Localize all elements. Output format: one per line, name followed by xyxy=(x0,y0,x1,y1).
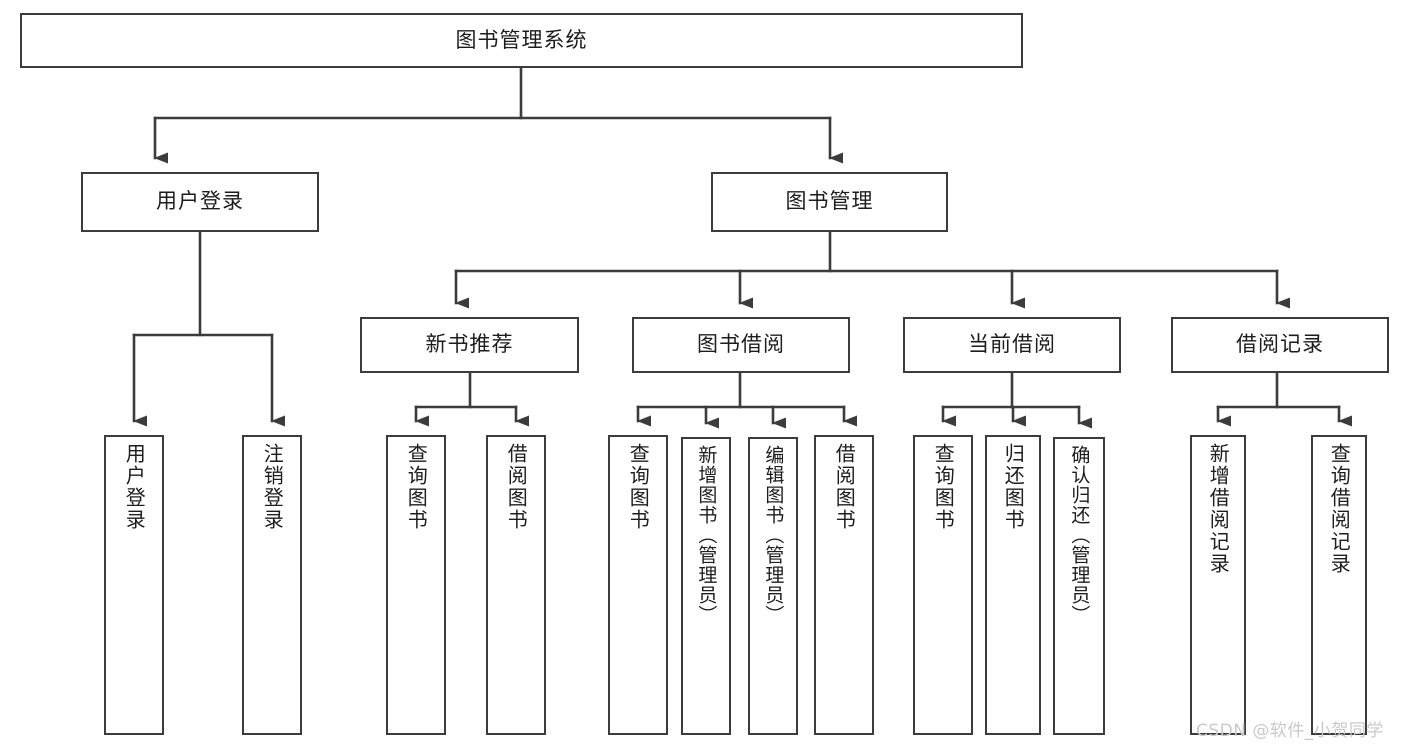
leaf-logout[interactable]: 注销登录 xyxy=(242,435,302,735)
node-new-book-recommend[interactable]: 新书推荐 xyxy=(360,317,579,373)
node-user-login[interactable]: 用户登录 xyxy=(81,172,319,232)
leaf-return-book[interactable]: 归还图书 xyxy=(985,435,1041,735)
node-book-borrow[interactable]: 图书借阅 xyxy=(632,317,850,373)
leaf-add-book-admin[interactable]: 新增图书（管理员） xyxy=(681,437,731,735)
node-user-login-label: 用户登录 xyxy=(156,189,244,214)
edge-group-book-borrow xyxy=(636,371,857,429)
leaf-add-borrow-record-label: 新增借阅记录 xyxy=(1206,443,1231,575)
leaf-return-book-label: 归还图书 xyxy=(1001,443,1026,531)
leaf-user-login-label: 用户登录 xyxy=(122,443,147,531)
csdn-watermark: CSDN @软件_小贺同学 xyxy=(1196,721,1384,741)
node-current-borrow[interactable]: 当前借阅 xyxy=(903,317,1121,373)
leaf-borrow-book-label: 借阅图书 xyxy=(832,443,857,531)
node-book-management[interactable]: 图书管理 xyxy=(711,172,948,232)
node-borrow-record-label: 借阅记录 xyxy=(1236,332,1324,357)
leaf-user-login[interactable]: 用户登录 xyxy=(104,435,164,735)
leaf-edit-book-admin-label: 编辑图书（管理员） xyxy=(762,445,785,625)
leaf-new-query-book-label: 查询图书 xyxy=(404,443,429,531)
leaf-add-borrow-record[interactable]: 新增借阅记录 xyxy=(1190,435,1246,735)
leaf-new-borrow-book[interactable]: 借阅图书 xyxy=(486,435,546,735)
edge-group-root xyxy=(153,66,843,164)
leaf-borrow-query-book-label: 查询图书 xyxy=(626,443,651,531)
node-new-book-recommend-label: 新书推荐 xyxy=(425,332,514,357)
node-book-borrow-label: 图书借阅 xyxy=(697,332,785,357)
node-book-management-label: 图书管理 xyxy=(785,189,874,214)
leaf-new-borrow-book-label: 借阅图书 xyxy=(504,443,529,531)
leaf-query-borrow-record[interactable]: 查询借阅记录 xyxy=(1311,435,1367,735)
node-borrow-record[interactable]: 借阅记录 xyxy=(1171,317,1389,373)
leaf-current-query-book[interactable]: 查询图书 xyxy=(913,435,973,735)
leaf-query-borrow-record-label: 查询借阅记录 xyxy=(1327,443,1352,575)
node-current-borrow-label: 当前借阅 xyxy=(968,332,1056,357)
leaf-current-query-book-label: 查询图书 xyxy=(931,443,956,531)
node-root-label: 图书管理系统 xyxy=(455,27,588,52)
leaf-confirm-return-admin[interactable]: 确认归还（管理员） xyxy=(1053,437,1105,735)
leaf-edit-book-admin[interactable]: 编辑图书（管理员） xyxy=(748,437,798,735)
leaf-borrow-query-book[interactable]: 查询图书 xyxy=(608,435,668,735)
edge-group-new-books xyxy=(414,371,529,427)
edge-group-user-login xyxy=(132,230,285,427)
edge-group-book-manage xyxy=(454,230,1290,309)
leaf-borrow-book[interactable]: 借阅图书 xyxy=(814,435,874,735)
node-root[interactable]: 图书管理系统 xyxy=(20,13,1023,68)
leaf-logout-label: 注销登录 xyxy=(260,443,285,531)
leaf-new-query-book[interactable]: 查询图书 xyxy=(386,435,446,735)
leaf-confirm-return-admin-label: 确认归还（管理员） xyxy=(1068,445,1091,625)
edge-group-borrow-record xyxy=(1216,371,1352,427)
leaf-add-book-admin-label: 新增图书（管理员） xyxy=(695,445,718,625)
edge-group-current-borrow xyxy=(941,371,1092,429)
